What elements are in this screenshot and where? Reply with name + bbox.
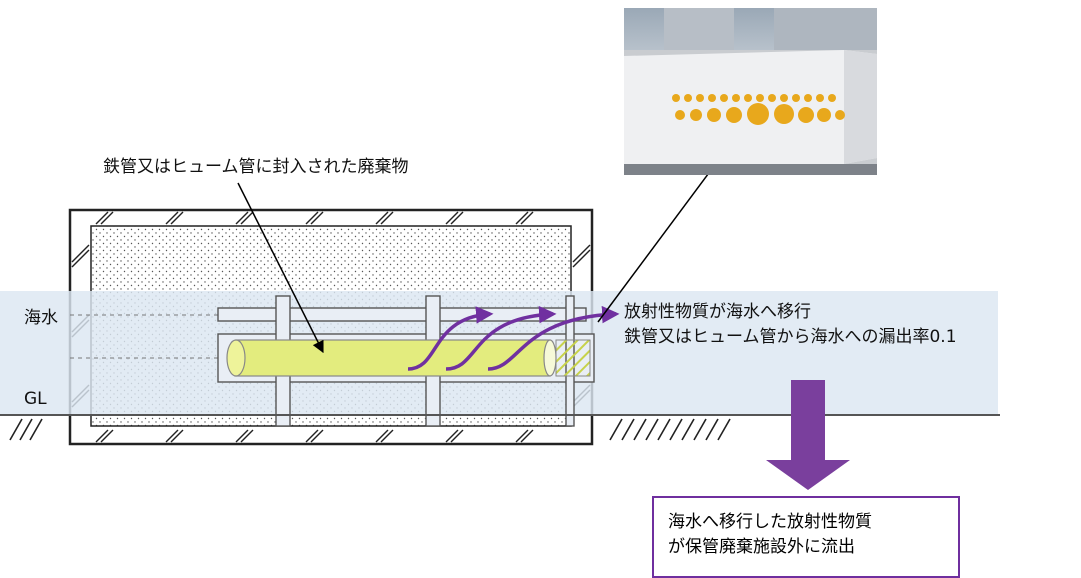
ground-level-label: GL <box>24 389 47 409</box>
waste-container-label: 鉄管又はヒューム管に封入された廃棄物 <box>103 157 409 177</box>
facility-photo <box>624 8 877 175</box>
outcome-line2: が保管廃棄施設外に流出 <box>668 537 855 557</box>
waste-label-pointer <box>237 182 324 354</box>
outflow-outcome-box: 海水へ移行した放射性物質 が保管廃棄施設外に流出 <box>652 496 960 578</box>
waste-tube <box>226 339 557 377</box>
tube-end-cap <box>555 339 591 377</box>
upper-support-rail <box>217 307 587 322</box>
migration-label-line2: 鉄管又はヒューム管から海水への漏出率0.1 <box>624 327 957 347</box>
seawater-label: 海水 <box>24 308 58 328</box>
outcome-line1: 海水へ移行した放射性物質 <box>668 512 872 532</box>
outflow-arrow <box>766 380 850 490</box>
migration-label-line1: 放射性物質が海水へ移行 <box>624 302 811 322</box>
migration-arrows <box>407 305 620 371</box>
ground-line <box>0 414 1000 441</box>
photo-discs <box>672 94 845 125</box>
